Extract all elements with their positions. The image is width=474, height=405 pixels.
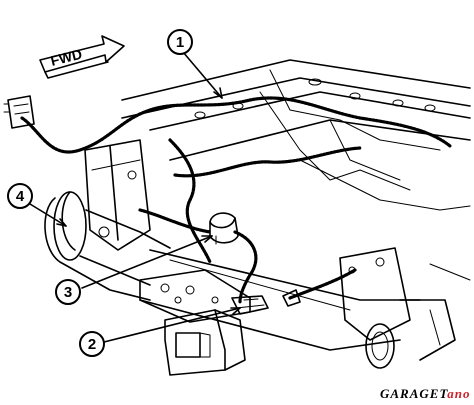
left-harness-connector xyxy=(3,95,35,129)
callout-2-label: 2 xyxy=(88,336,96,353)
callout-1-label: 1 xyxy=(176,34,184,51)
fwd-label: FWD xyxy=(49,46,84,69)
callout-4-label: 4 xyxy=(16,188,25,205)
watermark-accent: ano xyxy=(447,386,470,401)
forward-direction-arrow: FWD xyxy=(39,35,125,79)
receiver-box xyxy=(164,309,246,376)
callout-3-label: 3 xyxy=(64,284,72,301)
left-frame-bracket xyxy=(84,139,151,251)
callout-3: 3 xyxy=(55,279,81,305)
left-receiver-tube xyxy=(44,191,171,301)
callout-leaders xyxy=(29,51,241,343)
callout-2: 2 xyxy=(79,331,105,357)
callout-1: 1 xyxy=(167,29,193,55)
callout-4: 4 xyxy=(7,183,33,209)
right-frame-bracket xyxy=(339,247,471,369)
trailer-connector-item3 xyxy=(209,212,239,245)
watermark-main: GARAGET xyxy=(380,386,448,401)
frame-crossmember xyxy=(121,59,471,211)
right-harness-plug xyxy=(282,289,301,307)
watermark-text: GARAGETano xyxy=(380,386,470,401)
wiring-harness xyxy=(20,96,452,304)
garage-watermark: GARAGETano xyxy=(380,386,470,401)
